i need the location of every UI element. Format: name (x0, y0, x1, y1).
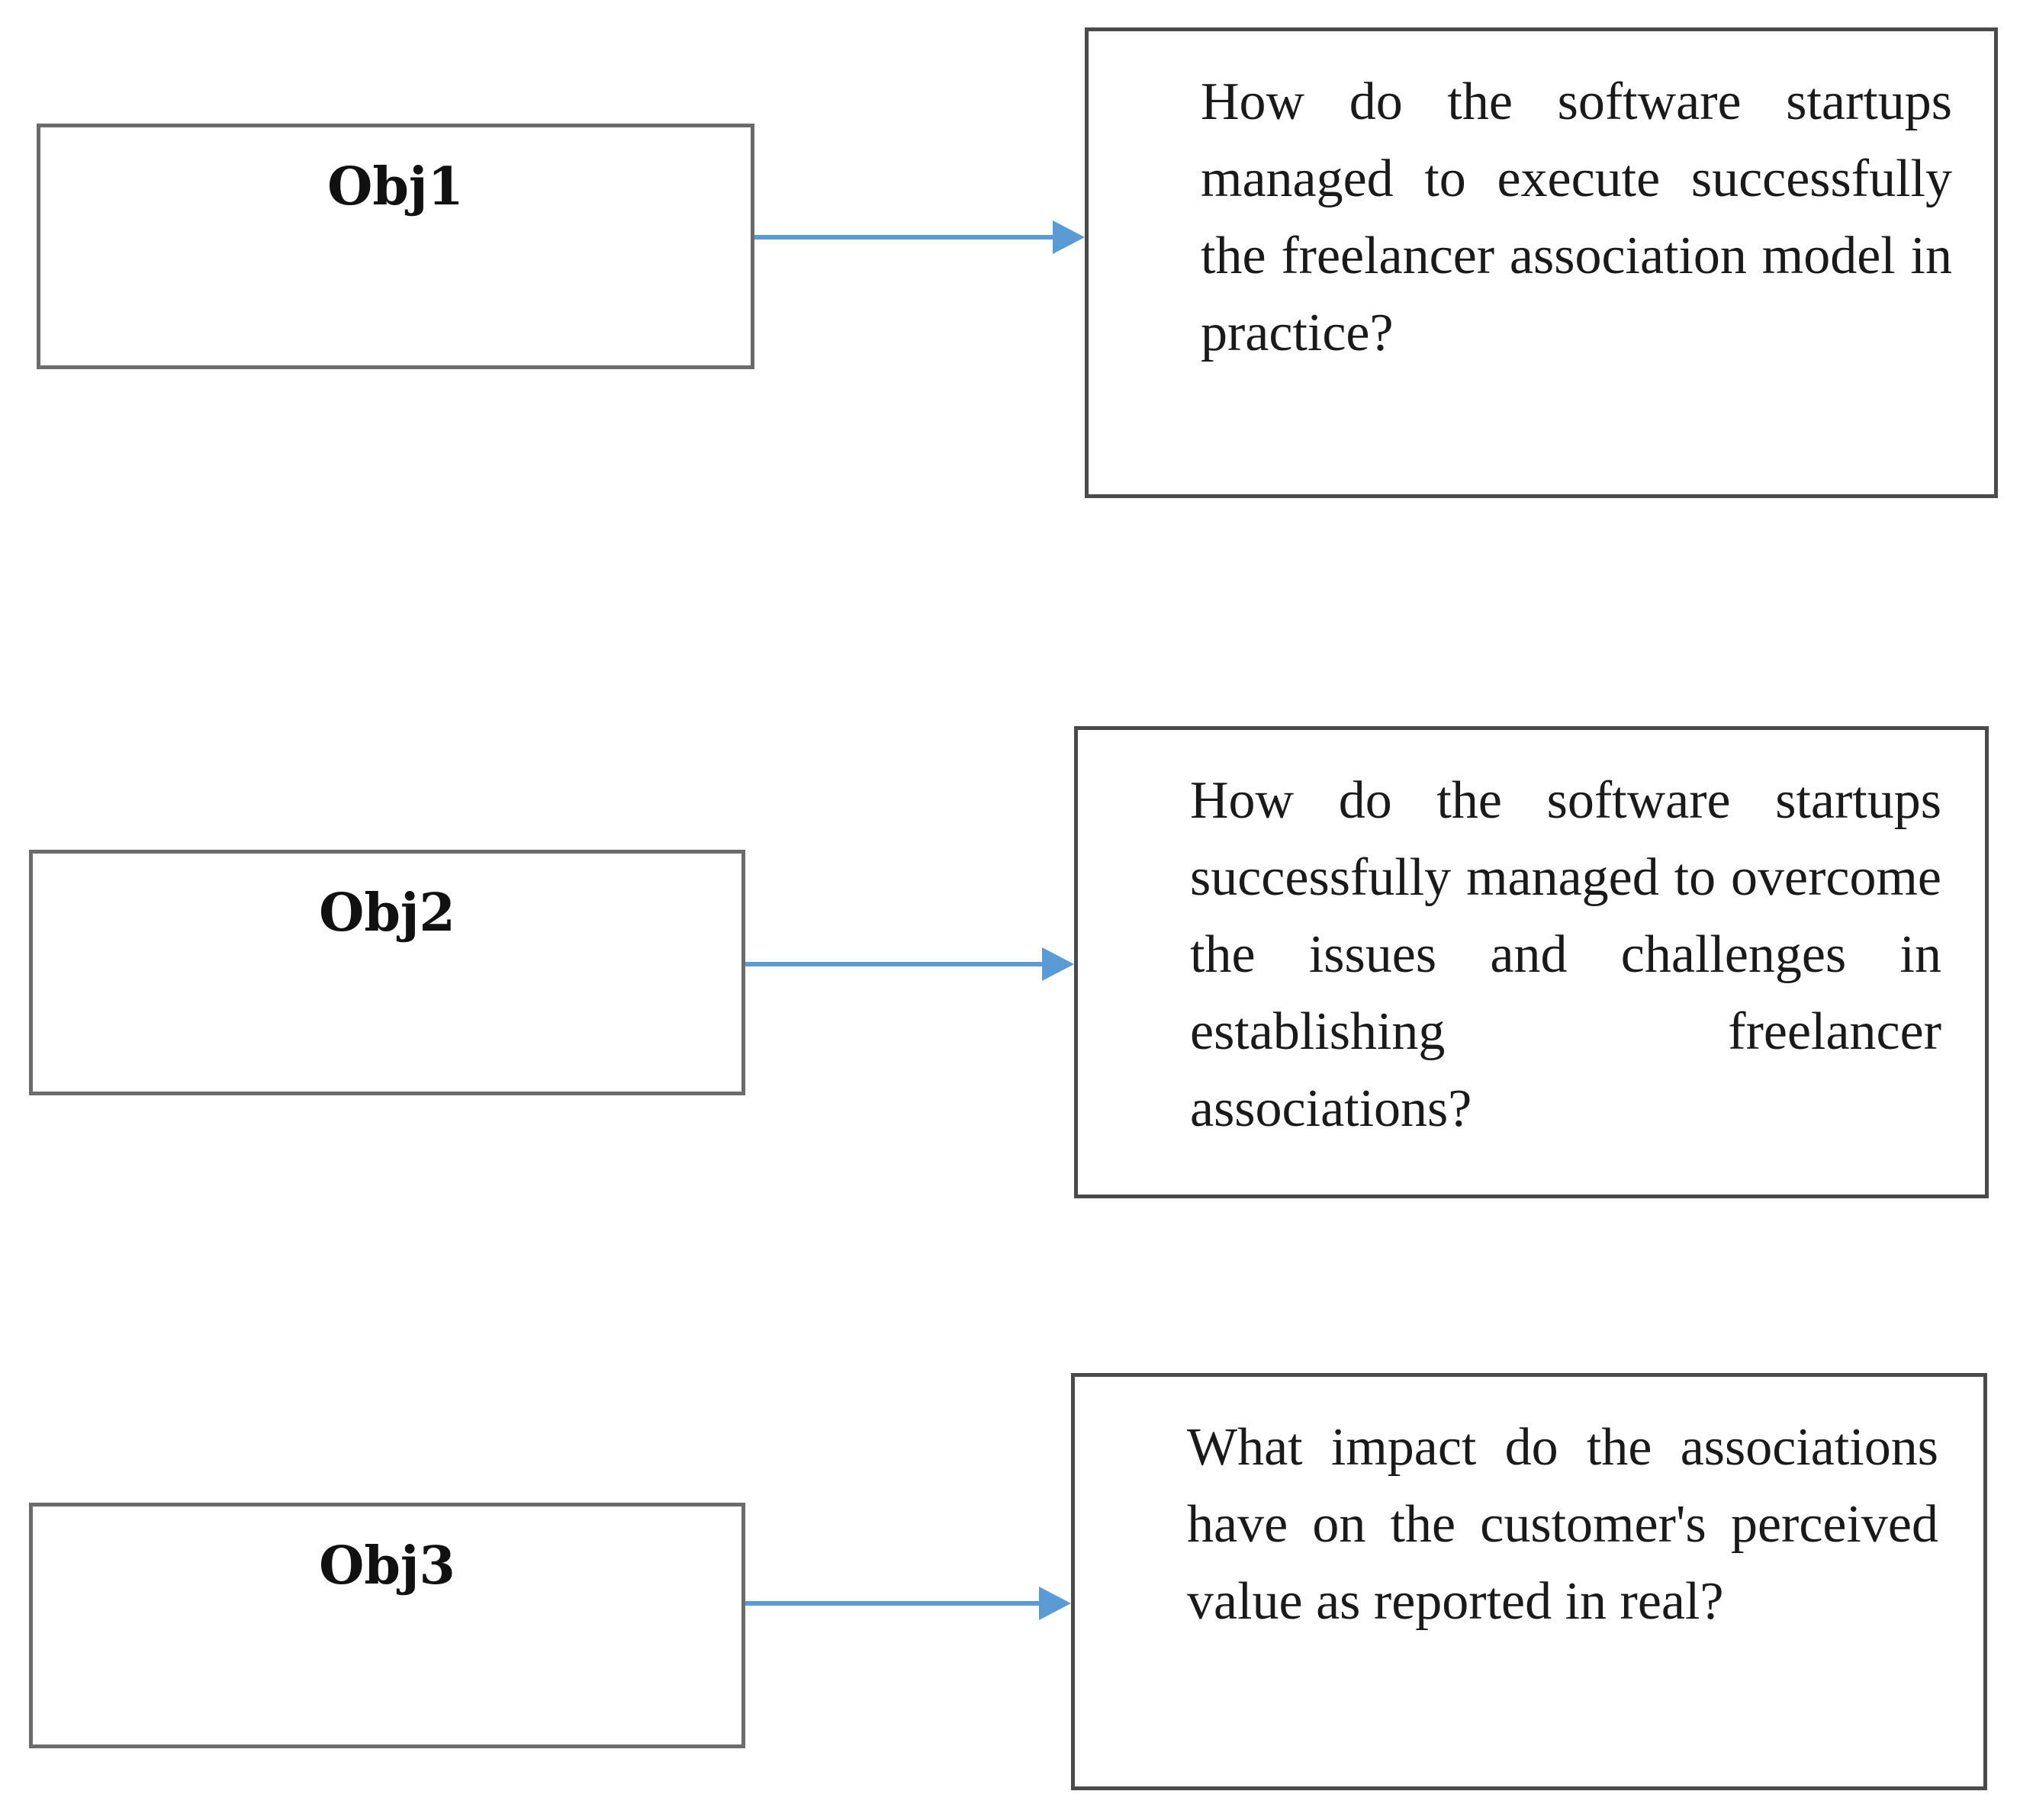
objective-box-3: Obj3 (29, 1503, 745, 1748)
question-box-1: How do the software startups managed to … (1085, 27, 1998, 498)
arrow-3 (745, 1587, 1071, 1620)
objective-box-2: Obj2 (29, 850, 745, 1095)
arrow-2 (745, 947, 1074, 981)
question-text-3: What impact do the associations have on … (1187, 1418, 1938, 1631)
question-box-3: What impact do the associations have on … (1071, 1373, 1987, 1790)
objective-label-2: Obj2 (319, 883, 455, 944)
question-text-2: How do the software startups successfull… (1190, 771, 1941, 1138)
objective-label-3: Obj3 (319, 1535, 455, 1597)
objective-label-1: Obj1 (327, 156, 464, 217)
objective-box-1: Obj1 (37, 124, 754, 369)
question-text-1: How do the software startups managed to … (1201, 72, 1952, 362)
question-box-2: How do the software startups successfull… (1074, 726, 1989, 1198)
arrow-1 (754, 220, 1085, 254)
